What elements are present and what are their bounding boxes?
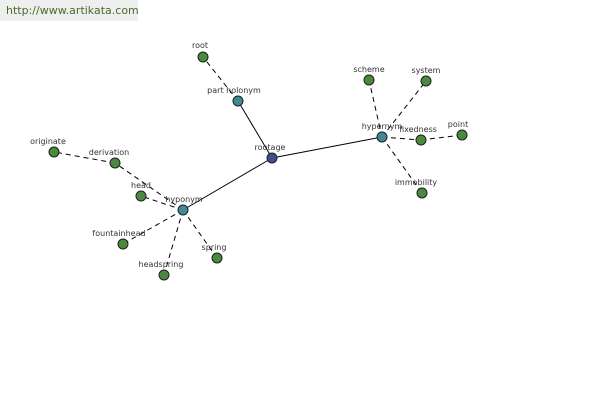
edge-hyponym-head <box>140 195 184 211</box>
node-label-point: point <box>448 120 468 129</box>
node-rootage[interactable] <box>266 152 278 164</box>
edge-hypernym-scheme <box>368 79 383 138</box>
edge-rootage-part-holonym <box>237 100 273 159</box>
node-immobility[interactable] <box>416 187 428 199</box>
node-hypernym[interactable] <box>376 131 388 143</box>
edge-hyponym-headspring <box>163 209 184 276</box>
node-label-head: head <box>131 181 151 190</box>
node-label-headspring: headspring <box>139 260 184 269</box>
node-label-scheme: scheme <box>353 65 384 74</box>
edge-hypernym-immobility <box>381 136 423 194</box>
labels-layer: rootage part holonym hypernym hyponym root sc… <box>30 41 468 269</box>
node-label-root: root <box>192 41 208 50</box>
node-label-immobility: immobility <box>395 178 438 187</box>
edge-hypernym-system <box>381 80 427 138</box>
edge-rootage-hypernym <box>271 136 383 159</box>
node-label-rootage: rootage <box>255 143 286 152</box>
node-label-fixedness: fixedness <box>399 125 437 134</box>
edge-hypernym-fixedness <box>381 136 422 141</box>
node-originate[interactable] <box>48 146 60 158</box>
nodes-layer <box>48 51 468 281</box>
node-label-fountainhead: fountainhead <box>92 229 145 238</box>
node-hyponym[interactable] <box>177 204 189 216</box>
node-fountainhead[interactable] <box>117 238 129 250</box>
watermark-url: http://www.artikata.com <box>0 0 139 21</box>
node-derivation[interactable] <box>109 157 121 169</box>
node-point[interactable] <box>456 129 468 141</box>
node-root[interactable] <box>197 51 209 63</box>
node-label-spring: spring <box>202 243 227 252</box>
node-label-hyponym: hyponym <box>165 195 203 204</box>
edge-hyponym-spring <box>182 209 218 259</box>
node-fixedness[interactable] <box>415 134 427 146</box>
node-label-system: system <box>412 66 441 75</box>
node-scheme[interactable] <box>363 74 375 86</box>
edge-part-holonym-root <box>202 56 239 102</box>
edge-hyponym-fountainhead <box>122 209 184 245</box>
node-label-derivation: derivation <box>89 148 129 157</box>
edge-fixedness-point <box>420 134 463 141</box>
node-system[interactable] <box>420 75 432 87</box>
node-label-hypernym: hypernym <box>362 122 403 131</box>
node-headspring[interactable] <box>158 269 170 281</box>
edge-hyponym-derivation <box>114 162 184 211</box>
node-label-originate: originate <box>30 137 66 146</box>
edge-rootage-hyponym <box>182 157 273 211</box>
edges-layer <box>53 56 463 276</box>
node-spring[interactable] <box>211 252 223 264</box>
edge-derivation-originate <box>53 151 116 164</box>
node-label-part-holonym: part holonym <box>207 86 261 95</box>
node-head[interactable] <box>135 190 147 202</box>
node-part-holonym[interactable] <box>232 95 244 107</box>
